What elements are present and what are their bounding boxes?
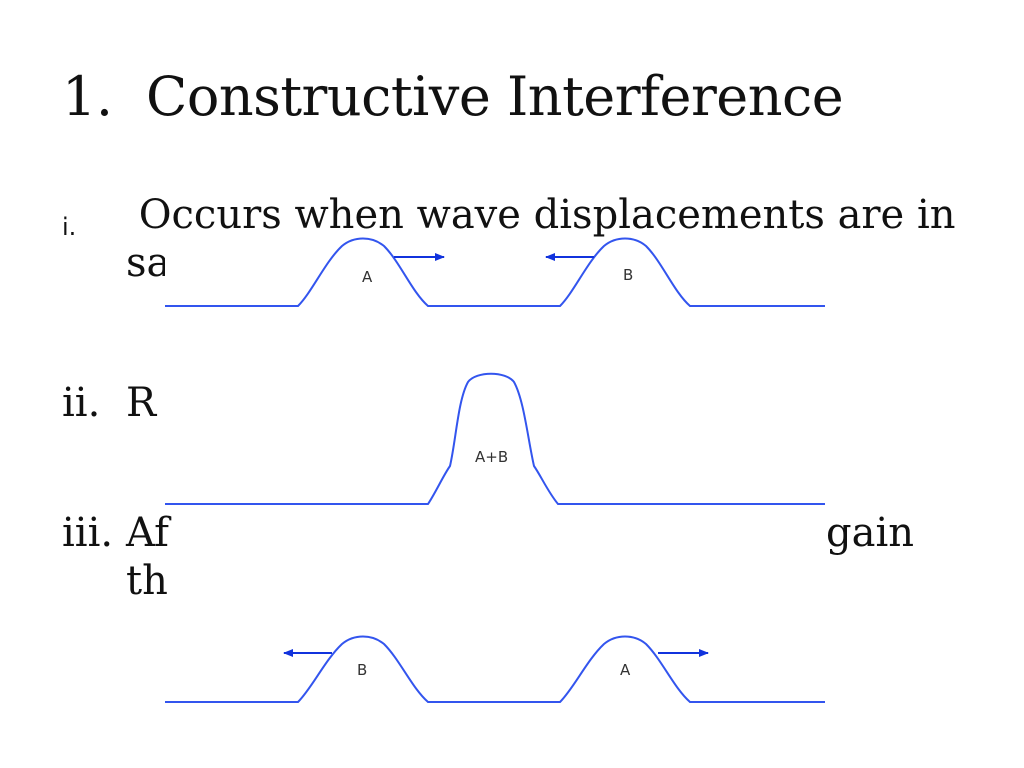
bullet-3-marker: iii. xyxy=(62,510,114,556)
bottom-wave-backdrop xyxy=(165,630,825,706)
bullet-3-line-2: th xyxy=(126,558,168,604)
top-wave-backdrop xyxy=(165,238,825,308)
top-pulse-label-a: A xyxy=(362,268,373,286)
title-text: Constructive Interference xyxy=(146,65,844,128)
top-wave xyxy=(165,237,825,307)
middle-wave-backdrop xyxy=(165,368,825,508)
title-number: 1. xyxy=(62,65,113,128)
bullet-3-line-1: Af xyxy=(126,510,169,556)
bullet-1-marker: i. xyxy=(62,213,77,241)
combined-wave xyxy=(165,372,825,505)
bullet-1-line-1: Occurs when wave displacements are in xyxy=(126,192,956,238)
bullet-1-line-2: sa xyxy=(126,240,171,286)
bullet-3-right-fragment: gain xyxy=(826,510,915,556)
bottom-wave xyxy=(165,635,825,703)
combined-pulse-label: A+B xyxy=(475,448,508,466)
top-pulse-label-b: B xyxy=(623,266,633,284)
bullet-2-line-1: R xyxy=(126,380,157,426)
bullet-2-marker: ii. xyxy=(62,380,101,426)
slide-title: 1. Constructive Interference xyxy=(62,62,844,132)
bottom-pulse-label-b: B xyxy=(357,661,367,679)
bottom-pulse-label-a: A xyxy=(620,661,631,679)
